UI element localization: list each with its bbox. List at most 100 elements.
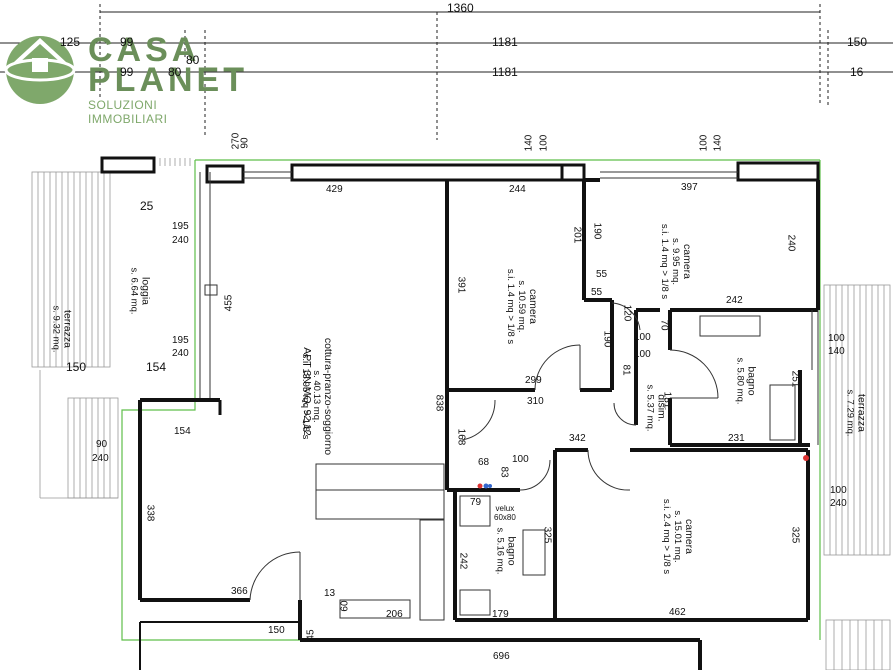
dim-366: 366: [231, 586, 248, 597]
dim-100b: 100: [698, 134, 710, 152]
dim-231: 231: [728, 433, 745, 444]
dim-100f: 100: [512, 454, 529, 465]
dim-168: 168: [455, 428, 467, 446]
room-camera-2-area: s. 9.95 mq.: [670, 238, 682, 285]
dim-70: 70: [658, 319, 670, 331]
dim-row1-left: 125: [60, 35, 81, 49]
dim-55a: 55: [596, 269, 608, 280]
room-camera-2-name: camera: [681, 243, 694, 279]
terrace-hatch-left: [31, 171, 119, 499]
room-camera-1-area: s. 10.59 mq.: [516, 280, 528, 333]
house-globe-icon: [4, 36, 76, 104]
room-soggiorno-area: s. 40.13 mq.: [311, 370, 323, 423]
dim-240b: 240: [172, 348, 189, 359]
dim-row1-mid: 1181: [492, 35, 518, 49]
dim-462: 462: [669, 607, 686, 618]
room-camera-2: camera s. 9.95 mq. s.i. 1.4 mq > 1/8 s: [659, 224, 694, 299]
dim-25: 25: [140, 199, 154, 213]
dim-83: 83: [498, 466, 510, 478]
dim-310: 310: [527, 396, 544, 407]
top-dimension-lines: [0, 4, 893, 140]
room-soggiorno-window: s.i. 13.95 mq > 1/8 s: [300, 353, 312, 440]
dim-251: 251: [789, 370, 801, 388]
dim-190a: 190: [591, 222, 603, 240]
dim-150: 150: [66, 360, 87, 374]
dim-195a: 195: [172, 221, 189, 232]
room-soggiorno-name: cottura-pranzo-soggiorno: [322, 337, 335, 456]
room-terrazza-left-name: terrazza: [61, 310, 74, 348]
dim-299: 299: [525, 375, 542, 386]
dim-row2-right: 16: [850, 65, 864, 79]
dim-140a: 140: [523, 134, 535, 152]
dim-45: 45: [305, 629, 317, 641]
room-loggia: loggia s. 6.64 mq.: [128, 267, 152, 315]
dim-120: 120: [621, 304, 633, 322]
dim-13: 13: [324, 588, 336, 599]
dim-154a: 154: [146, 360, 167, 374]
dim-201: 201: [571, 226, 583, 244]
room-bagno-1: bagno s. 5.80 mq.: [734, 357, 758, 405]
dim-179: 179: [492, 609, 509, 620]
outer-outline: [121, 159, 821, 641]
room-loggia-name: loggia: [139, 276, 152, 306]
room-bagno-2-name: bagno: [505, 536, 518, 566]
dim-140c: 140: [828, 346, 845, 357]
room-camera-1-name: camera: [527, 288, 540, 324]
dim-244: 244: [509, 184, 526, 195]
dim-row2-b: 80: [186, 53, 200, 67]
dim-100e: 100: [828, 333, 845, 344]
dim-100d: 100: [634, 349, 651, 360]
dim-338: 338: [144, 504, 156, 522]
dim-342: 342: [569, 433, 586, 444]
room-bagno-1-area: s. 5.80 mq.: [734, 357, 746, 405]
dim-140b: 140: [712, 134, 724, 152]
dim-206: 206: [386, 609, 403, 620]
room-camera-3: camera s. 15.01 mq. s.i. 2.4 mq > 1/8 s: [661, 498, 696, 575]
room-camera-1: camera s. 10.59 mq. s.i. 1.4 mq > 1/8 s: [505, 268, 540, 345]
dim-100c: 100: [634, 332, 651, 343]
room-soggiorno: cottura-pranzo-soggiorno s. 40.13 mq. s.…: [300, 337, 335, 456]
dim-242: 242: [726, 295, 743, 306]
room-camera-3-window: s.i. 2.4 mq > 1/8 s: [661, 498, 673, 575]
dim-row2-mid: 1181: [492, 65, 518, 79]
room-camera-1-window: s.i. 1.4 mq > 1/8 s: [505, 268, 517, 345]
room-terrazza-right-area: s. 7.29 mq.: [844, 389, 856, 437]
room-bagno-2: bagno s. 5.16 mq.: [495, 528, 518, 575]
dim-455: 455: [223, 294, 235, 312]
dim-90a: 90: [239, 137, 251, 149]
velux-label: velux 60x80: [494, 504, 516, 522]
room-terrazza-right: terrazza s. 7.29 mq.: [844, 389, 868, 437]
dim-240d: 240: [92, 453, 109, 464]
velux-size: 60x80: [494, 513, 516, 522]
dim-row2-c: 80: [168, 65, 182, 79]
dim-81: 81: [620, 364, 632, 376]
dim-195b: 195: [172, 335, 189, 346]
room-terrazza-right-name: terrazza: [855, 394, 868, 432]
dim-55b: 55: [591, 287, 603, 298]
room-disim-area: s. 5.37 mq.: [644, 384, 656, 432]
dim-391: 391: [455, 276, 467, 294]
room-camera-3-name: camera: [683, 518, 696, 554]
dim-100g: 100: [830, 485, 847, 496]
logo-tagline: SOLUZIONI IMMOBILIARI: [88, 98, 168, 126]
dim-325a: 325: [541, 526, 553, 544]
dim-row1-right: 150: [847, 35, 868, 49]
dim-154b: 154: [174, 426, 191, 437]
room-disim-name: disim.: [655, 394, 668, 422]
room-disim: disim. s. 5.37 mq.: [644, 384, 668, 432]
dim-325b: 325: [789, 526, 801, 544]
dim-838: 838: [433, 394, 445, 412]
room-terrazza-left-area: s. 9.32 mq.: [50, 305, 62, 353]
room-loggia-area: s. 6.64 mq.: [128, 267, 140, 315]
dim-190b: 190: [601, 330, 613, 348]
room-bagno-1-name: bagno: [745, 366, 758, 396]
casa-planet-logo: CASA PLANET SOLUZIONI IMMOBILIARI: [0, 24, 244, 126]
dim-240e: 240: [830, 498, 847, 509]
door-swings: [249, 302, 719, 601]
dim-100a: 100: [538, 134, 550, 152]
dim-79: 79: [470, 497, 482, 508]
dim-242b: 242: [457, 552, 469, 570]
dim-row2-a: 99: [120, 65, 134, 79]
